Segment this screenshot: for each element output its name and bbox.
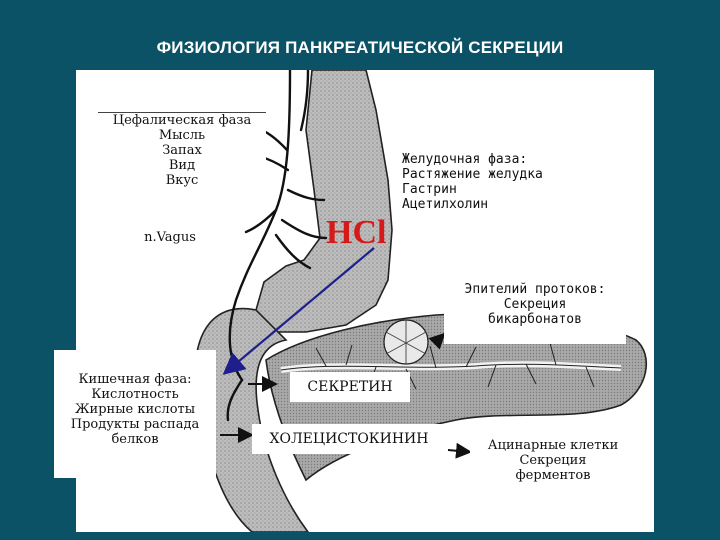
ductal-arrow — [428, 332, 446, 350]
cck-to-acinar-arrow — [447, 442, 472, 459]
gastric-line: Гастрин — [402, 182, 457, 197]
hcl-label: HCl — [326, 214, 387, 251]
gastric-line: Ацетилхолин — [402, 197, 489, 212]
hcl-flow-arrow — [222, 247, 375, 375]
intestinal-line: Кишечная фаза: — [78, 372, 192, 387]
intestinal-phase-box: Кишечная фаза: Кислотность Жирные кислот… — [54, 350, 216, 478]
ductal-line: Эпителий протоков: — [464, 282, 606, 297]
cephalic-line: Запах — [162, 143, 202, 158]
acinar-cells-box: Ацинарные клетки Секреция ферментов — [470, 434, 636, 500]
intestinal-line: Кислотность — [91, 387, 179, 402]
cephalic-line: Вкус — [165, 173, 199, 188]
cephalic-line: Цефалическая фаза — [112, 113, 252, 128]
intestinal-line: Продукты распада — [70, 417, 200, 432]
ductal-line: Секреция — [503, 297, 567, 312]
acinar-line: Секреция — [519, 453, 587, 468]
acinar-line: Ацинарные клетки — [487, 438, 619, 453]
cephalic-phase-box: Цефалическая фаза Мысль Запах Вид Вкус — [98, 112, 266, 215]
acinar-line: ферментов — [515, 468, 591, 483]
cephalic-line: Вид — [168, 158, 196, 173]
cephalic-line: Мысль — [158, 128, 206, 143]
vagus-label: n.Vagus — [100, 224, 240, 252]
secretin-label: СЕКРЕТИН — [290, 372, 410, 402]
gastric-line: Растяжение желудка — [402, 167, 543, 182]
gastric-phase-box: Желудочная фаза: Растяжение желудка Гаст… — [398, 152, 590, 230]
page-title: ФИЗИОЛОГИЯ ПАНКРЕАТИЧЕСКОЙ СЕКРЕЦИИ — [156, 38, 564, 57]
intestinal-line: белков — [111, 432, 159, 447]
ductal-line: бикарбонатов — [488, 312, 582, 327]
ductal-epithelium-box: Эпителий протоков: Секреция бикарбонатов — [444, 278, 626, 344]
gastric-line: Желудочная фаза: — [402, 152, 528, 167]
intestinal-line: Жирные кислоты — [74, 402, 196, 417]
cholecystokinin-label: ХОЛЕЦИСТОКИНИН — [252, 424, 446, 454]
